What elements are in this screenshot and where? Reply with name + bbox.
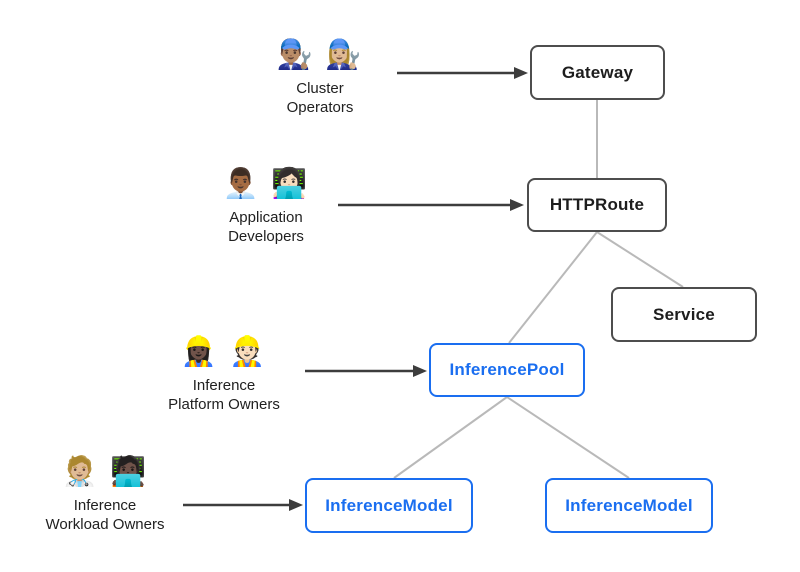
node-inferencemodel-left: InferenceModel bbox=[305, 478, 473, 533]
edge-inferencepool-model-right bbox=[506, 396, 630, 479]
node-inferencepool: InferencePool bbox=[429, 343, 585, 397]
node-gateway-label: Gateway bbox=[561, 62, 634, 82]
node-inferencemodel-right: InferenceModel bbox=[545, 478, 713, 533]
persona-label-line2: Developers bbox=[228, 228, 304, 245]
node-service: Service bbox=[611, 287, 757, 342]
persona-label-line1: Application bbox=[229, 209, 303, 226]
persona-label-line2: Workload Owners bbox=[45, 516, 165, 533]
persona-cluster-operators-label: Cluster Operators bbox=[235, 79, 405, 117]
developers-emoji-icon: 👨🏾‍💼 👩🏻‍💻 bbox=[222, 168, 310, 200]
persona-inference-platform-owners: 👷🏿‍♀️ 👷🏻 Inference Platform Owners bbox=[139, 330, 309, 414]
persona-cluster-operators: 👨🏽‍🔧 👩🏼‍🔧 Cluster Operators bbox=[235, 33, 405, 117]
node-httproute-label: HTTPRoute bbox=[549, 195, 645, 214]
persona-inference-workload-owners-label: Inference Workload Owners bbox=[20, 496, 190, 534]
node-inferencepool-label: InferencePool bbox=[449, 360, 565, 379]
persona-label-line2: Operators bbox=[286, 99, 354, 116]
construction-workers-emoji-icon: 👷🏿‍♀️ 👷🏻 bbox=[180, 336, 268, 368]
persona-label-line1: Cluster bbox=[296, 80, 344, 97]
persona-application-developers-label: Application Developers bbox=[181, 208, 351, 246]
persona-inference-platform-owners-label: Inference Platform Owners bbox=[139, 376, 309, 414]
node-inferencemodel-right-label: InferenceModel bbox=[565, 495, 693, 515]
persona-label-line1: Inference bbox=[73, 497, 137, 514]
node-inferencemodel-left-label: InferenceModel bbox=[325, 495, 453, 515]
edge-httproute-service bbox=[596, 231, 684, 288]
edge-httproute-inferencepool bbox=[508, 231, 598, 344]
node-httproute: HTTPRoute bbox=[527, 178, 667, 232]
persona-label-line2: Platform Owners bbox=[168, 396, 280, 413]
persona-inference-workload-owners: 🧑🏼‍⚕️ 🧑🏿‍💻 Inference Workload Owners bbox=[20, 450, 190, 534]
edge-inferencepool-model-left bbox=[393, 396, 508, 479]
node-service-label: Service bbox=[653, 304, 715, 324]
persona-application-developers: 👨🏾‍💼 👩🏻‍💻 Application Developers bbox=[181, 162, 351, 246]
scientist-technologist-emoji-icon: 🧑🏼‍⚕️ 🧑🏿‍💻 bbox=[61, 456, 149, 488]
node-gateway: Gateway bbox=[530, 45, 665, 100]
persona-label-line1: Inference bbox=[192, 377, 256, 394]
mechanics-emoji-icon: 👨🏽‍🔧 👩🏼‍🔧 bbox=[276, 39, 364, 71]
